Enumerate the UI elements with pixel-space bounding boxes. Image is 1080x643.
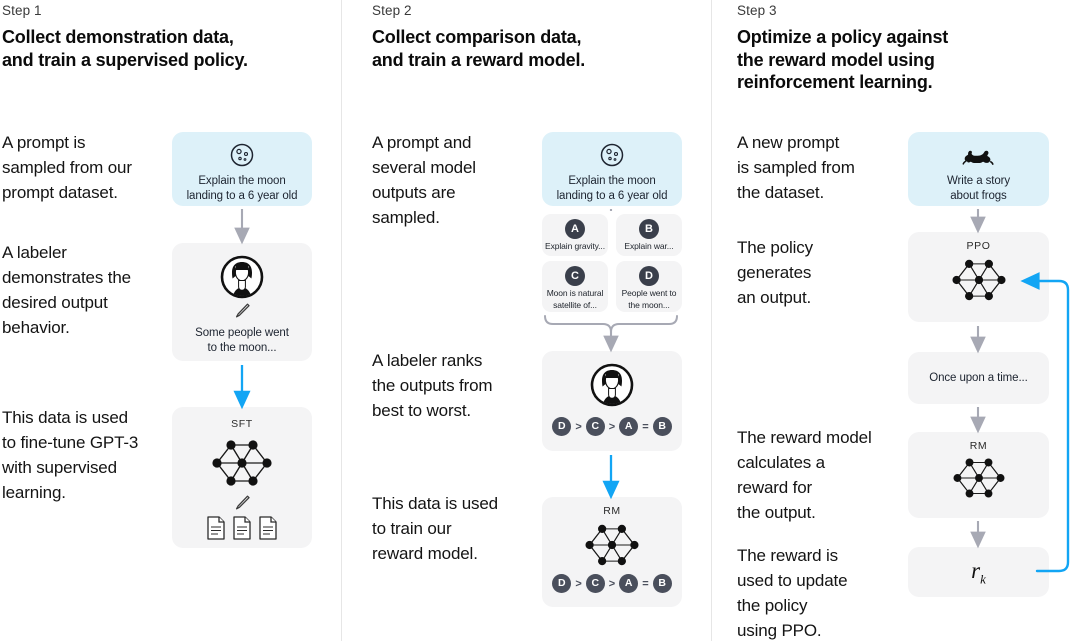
rank-item-4: B xyxy=(652,417,672,436)
sft-label: SFT xyxy=(231,418,253,430)
step-2-caption-3: This data is used to train our reward mo… xyxy=(372,494,498,563)
step-1-labeler-card[interactable]: Some people went to the moon... xyxy=(172,243,312,361)
option-text-c: Moon is natural satellite of... xyxy=(546,288,604,310)
step-3-title-line-2: the reward model using xyxy=(737,49,935,70)
rank-item-1: D xyxy=(552,574,572,593)
rank-item-2: C xyxy=(585,574,605,593)
step-3-prompt-text: Write a story about frogs xyxy=(946,175,1011,202)
moon-icon xyxy=(542,142,682,168)
step-2-prompt-card[interactable]: Explain the moon landing to a 6 year old xyxy=(542,132,682,206)
person-avatar-icon xyxy=(542,363,682,407)
step-1-caption-2: A labeler demonstrates the desired outpu… xyxy=(2,243,131,337)
step-1-title-line-2: and train a supervised policy. xyxy=(2,49,248,70)
step-3-ppo-card[interactable]: PPO xyxy=(908,232,1049,322)
pencil-icon xyxy=(172,493,312,513)
step-3-caption-2: The policy generates an output. xyxy=(737,238,813,307)
rm-label: RM xyxy=(969,440,988,452)
option-badge-c: C xyxy=(565,266,585,286)
step-2-ranking-card[interactable]: D > C > A = B xyxy=(542,351,682,451)
step-1-sft-card[interactable]: SFT xyxy=(172,407,312,548)
output-option-d[interactable]: D People went to the moon... xyxy=(616,261,682,312)
step-3-caption-3: The reward model calculates a reward for… xyxy=(737,428,872,522)
step-2-caption-2: A labeler ranks the outputs from best to… xyxy=(372,351,493,420)
option-text-d: People went to the moon... xyxy=(621,288,677,310)
step-3-output-text: Once upon a time... xyxy=(929,372,1028,384)
step-1-caption-1: A prompt is sampled from our prompt data… xyxy=(2,133,132,202)
step-3-rm-card[interactable]: RM xyxy=(908,432,1049,518)
step-1-title-line-1: Collect demonstration data, xyxy=(2,27,234,47)
pencil-icon xyxy=(172,301,312,321)
step-3-output-card[interactable]: Once upon a time... xyxy=(908,352,1049,404)
step-1-prompt-text: Explain the moon landing to a 6 year old xyxy=(186,175,298,202)
step-3-caption-1: A new prompt is sampled from the dataset… xyxy=(737,133,855,202)
reward-symbol-subscript: k xyxy=(980,571,986,587)
step-2-column: Step 2 Collect comparison data, and trai… xyxy=(341,0,712,641)
step-2-label: Step 2 xyxy=(372,3,412,18)
rank-op-2: > xyxy=(608,420,616,433)
rank-item-3: A xyxy=(619,574,639,593)
neural-network-icon xyxy=(908,254,1049,306)
step-1-label: Step 1 xyxy=(2,3,42,18)
output-option-b[interactable]: B Explain war... xyxy=(616,214,682,256)
ranking-row: D > C > A = B xyxy=(542,574,682,593)
step-3-title: Optimize a policy against the reward mod… xyxy=(737,26,1057,94)
rank-item-3: A xyxy=(619,417,639,436)
step-3-caption-4: The reward is used to update the policy … xyxy=(737,546,848,640)
step-3-reward-card[interactable]: rk xyxy=(908,547,1049,597)
step-3-label: Step 3 xyxy=(737,3,777,18)
ppo-label: PPO xyxy=(966,240,991,252)
ranking-row: D > C > A = B xyxy=(542,417,682,436)
rank-item-1: D xyxy=(552,417,572,436)
rank-op-3: = xyxy=(642,577,649,590)
frog-icon xyxy=(908,144,1049,168)
step-1-title: Collect demonstration data, and train a … xyxy=(2,26,332,71)
rank-op-1: > xyxy=(575,420,582,433)
step-2-rm-card[interactable]: RM xyxy=(542,497,682,607)
option-badge-d: D xyxy=(639,266,659,286)
option-text-b: Explain war... xyxy=(624,241,674,251)
step-3-title-line-1: Optimize a policy against xyxy=(737,27,949,47)
neural-network-icon xyxy=(172,434,312,492)
documents-icon xyxy=(172,515,312,541)
step-3-title-line-3: reinforcement learning. xyxy=(737,72,933,92)
rank-item-4: B xyxy=(652,574,672,593)
step-2-prompt-text: Explain the moon landing to a 6 year old xyxy=(556,175,668,202)
person-avatar-icon xyxy=(172,255,312,299)
step-1-caption-3: This data is used to fine-tune GPT-3 wit… xyxy=(2,408,139,502)
step-1-labeler-text: Some people went to the moon... xyxy=(195,327,289,354)
step-2-caption-1: A prompt and several model outputs are s… xyxy=(372,133,476,227)
step-1-prompt-card[interactable]: Explain the moon landing to a 6 year old xyxy=(172,132,312,206)
step-1-column: Step 1 Collect demonstration data, and t… xyxy=(0,0,341,641)
step-2-title: Collect comparison data, and train a rew… xyxy=(372,26,702,71)
option-badge-b: B xyxy=(639,219,659,239)
step-3-column: Step 3 Optimize a policy against the rew… xyxy=(711,0,1080,641)
option-badge-a: A xyxy=(565,219,585,239)
step-2-title-line-2: and train a reward model. xyxy=(372,49,586,70)
neural-network-icon xyxy=(908,453,1049,503)
output-option-c[interactable]: C Moon is natural satellite of... xyxy=(542,261,608,312)
rank-op-1: > xyxy=(575,577,582,590)
moon-icon xyxy=(172,142,312,168)
rank-item-2: C xyxy=(585,417,605,436)
reward-symbol-base: r xyxy=(971,558,981,583)
step-2-title-line-1: Collect comparison data, xyxy=(372,27,582,47)
option-text-a: Explain gravity... xyxy=(545,241,605,251)
rank-op-2: > xyxy=(608,577,616,590)
step-3-prompt-card[interactable]: Write a story about frogs xyxy=(908,132,1049,206)
output-option-a[interactable]: A Explain gravity... xyxy=(542,214,608,256)
reward-symbol: rk xyxy=(908,558,1049,588)
rank-op-3: = xyxy=(642,420,649,433)
rm-label: RM xyxy=(603,505,621,517)
neural-network-icon xyxy=(542,519,682,571)
